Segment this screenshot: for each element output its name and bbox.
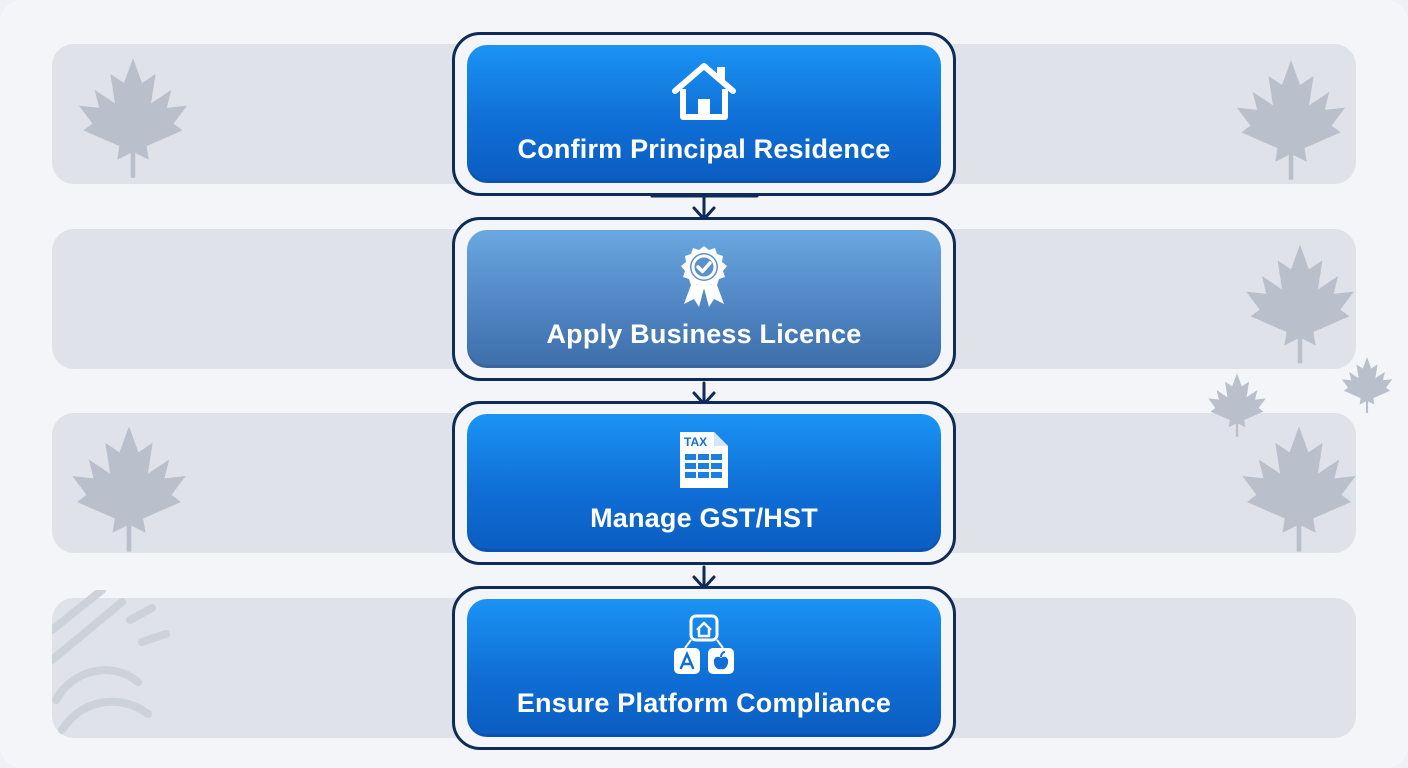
tax-label: TAX bbox=[684, 435, 707, 449]
platform-apps-icon bbox=[668, 613, 740, 677]
flow-step-3: TAX Manage GST/HST bbox=[452, 401, 956, 565]
step-label: Confirm Principal Residence bbox=[517, 134, 891, 164]
step-card: TAX Manage GST/HST bbox=[467, 414, 941, 552]
flow-step-4: Ensure Platform Compliance bbox=[452, 586, 956, 750]
certificate-badge-icon bbox=[668, 244, 740, 308]
step-card: Apply Business Licence bbox=[467, 230, 941, 368]
step-card: Confirm Principal Residence bbox=[467, 45, 941, 183]
flow-step-1: Confirm Principal Residence bbox=[452, 32, 956, 196]
step-label: Ensure Platform Compliance bbox=[516, 688, 892, 718]
tax-document-icon: TAX bbox=[668, 428, 740, 492]
house-icon bbox=[668, 59, 740, 123]
flow-step-2: Apply Business Licence bbox=[452, 217, 956, 381]
step-card: Ensure Platform Compliance bbox=[467, 599, 941, 737]
decorative-swirl-icon bbox=[52, 590, 172, 738]
step-label: Manage GST/HST bbox=[590, 503, 818, 533]
step-label: Apply Business Licence bbox=[546, 319, 862, 349]
